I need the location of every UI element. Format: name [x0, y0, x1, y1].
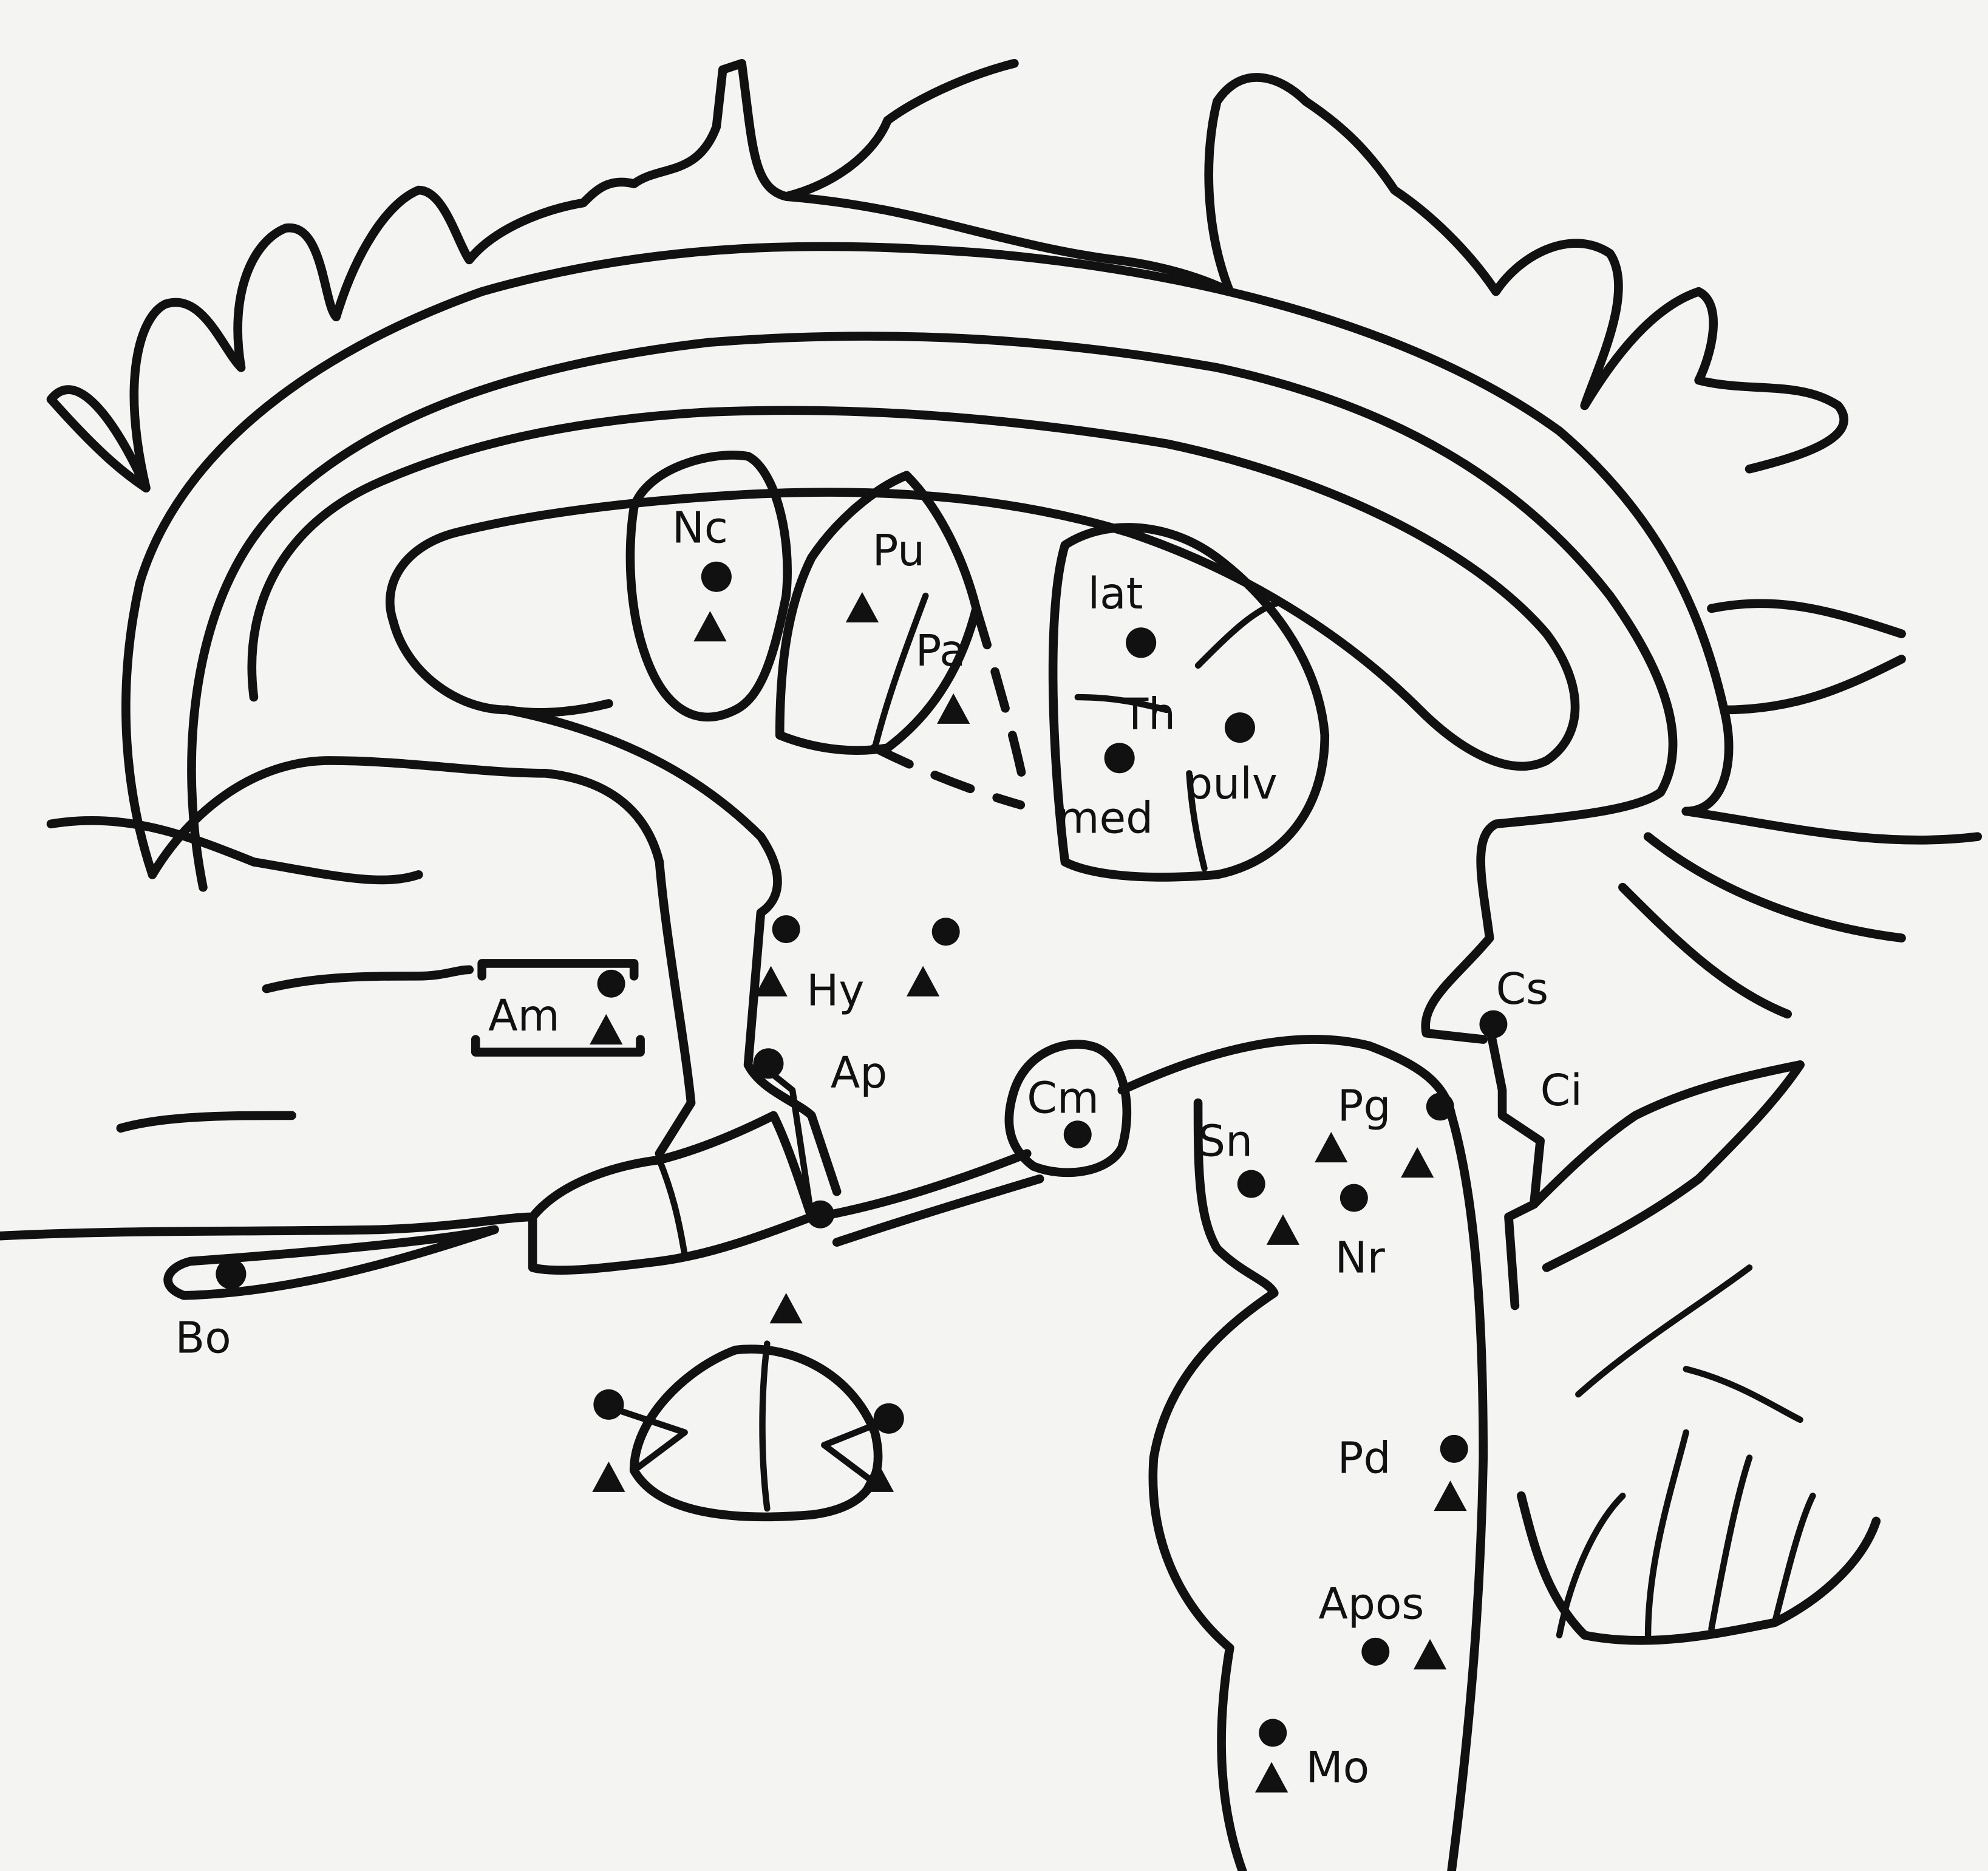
pg-dot: [1426, 1092, 1454, 1120]
label-mo: Mo: [1306, 1742, 1370, 1793]
label-apos: Apos: [1318, 1579, 1424, 1629]
pd-triangle: [1434, 1481, 1466, 1511]
cerebellum-folia-2: [1578, 1267, 1749, 1394]
chiasm-dot: [806, 1201, 834, 1229]
posterior-line-1: [1686, 811, 1978, 840]
th-med-dot: [1105, 743, 1135, 773]
olfactory-bulb-outline: [168, 1230, 495, 1296]
colliculi-line: [1489, 1027, 1540, 1306]
brain-outlines: [0, 63, 1977, 1871]
orbital-line-2: [267, 970, 469, 989]
cortex-outline: [51, 63, 1844, 488]
posterior-line-4: [1724, 659, 1901, 709]
tegmentum-outline: [1153, 1103, 1274, 1871]
mo-dot: [1259, 1719, 1287, 1747]
label-nc: Nc: [672, 502, 728, 553]
cerebellum-lower: [1521, 1496, 1876, 1640]
sn-triangle: [1267, 1215, 1299, 1245]
dot-markers: [216, 562, 1507, 1747]
pa-triangle: [937, 694, 970, 724]
pituitary-left-arm: [608, 1407, 684, 1470]
apos-dot: [1361, 1638, 1389, 1666]
am-triangle: [590, 1014, 622, 1045]
label-nr: Nr: [1335, 1233, 1386, 1283]
nc-triangle: [693, 611, 726, 641]
stalk-to-cm: [818, 1154, 1027, 1217]
hy-triangle-2: [907, 966, 939, 997]
chiasm-inner-1: [659, 1160, 685, 1255]
posterior-line-2: [1648, 837, 1901, 938]
label-bo: Bo: [175, 1312, 231, 1363]
pu-triangle: [846, 592, 879, 622]
hy-dot-1: [772, 915, 800, 943]
cerebellum-lobules: [1559, 1433, 1813, 1635]
midbrain-outline: [1122, 1039, 1452, 1115]
label-med: med: [1057, 792, 1153, 843]
hy-dot-2: [932, 918, 960, 946]
pit-triangle-left: [592, 1462, 625, 1492]
orbital-line-3: [121, 1116, 292, 1128]
orbital-line-1: [51, 820, 418, 880]
sn-dot: [1237, 1170, 1265, 1198]
label-sn: Sn: [1198, 1116, 1253, 1167]
th-pulv-dot: [1225, 712, 1255, 743]
th-lat-dot: [1126, 627, 1156, 658]
pg-triangle-2: [1401, 1147, 1434, 1177]
label-pg: Pg: [1338, 1080, 1391, 1131]
pit-triangle-top: [770, 1293, 803, 1323]
label-cm: Cm: [1027, 1073, 1099, 1123]
pit-left-dot: [593, 1389, 624, 1420]
ventricle-outline: [252, 411, 1575, 766]
thalamus-dashed-border: [976, 608, 1027, 799]
cs-dot: [1479, 1010, 1507, 1038]
pg-triangle-1: [1315, 1132, 1347, 1162]
posterior-line-5: [1711, 604, 1901, 634]
pd-dot: [1440, 1435, 1468, 1463]
ap-dot: [753, 1048, 783, 1079]
pit-right-dot: [874, 1403, 904, 1434]
fornix: [152, 760, 691, 1153]
label-th: Th: [1122, 689, 1176, 739]
region-labels: Nc Pu Pa lat Th med pulv Hy Am Ap Cm Sn …: [175, 502, 1582, 1792]
label-ci: Ci: [1540, 1065, 1582, 1116]
bo-dot: [216, 1259, 246, 1289]
label-pa: Pa: [916, 625, 966, 676]
pituitary-outline: [634, 1349, 878, 1517]
cm-dot: [1064, 1120, 1092, 1148]
label-lat: lat: [1088, 568, 1143, 619]
label-am: Am: [488, 990, 560, 1041]
label-cs: Cs: [1496, 964, 1549, 1014]
label-pd: Pd: [1338, 1433, 1391, 1484]
label-hy: Hy: [806, 965, 864, 1015]
pallidum-dashed-border: [875, 748, 1021, 805]
label-pu: Pu: [873, 525, 925, 576]
cerebellum-folia-3: [1686, 1369, 1800, 1419]
am-dot: [597, 970, 625, 998]
label-ap: Ap: [831, 1048, 888, 1098]
mo-triangle: [1255, 1762, 1288, 1792]
nc-dot: [701, 562, 732, 592]
apos-triangle: [1414, 1639, 1446, 1669]
nr-dot: [1340, 1184, 1368, 1212]
label-pulv: pulv: [1185, 758, 1278, 809]
pituitary-stalk: [763, 1344, 768, 1508]
